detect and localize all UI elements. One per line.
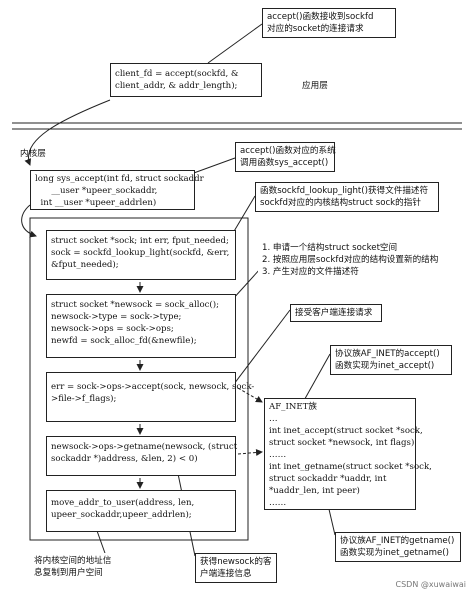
flow-sys-to-container [21, 204, 37, 238]
af-inet-box: AF_INET族 … int inet_accept(struct socket… [264, 398, 432, 510]
note-lookup-light: 函数sockfd_lookup_light()获得文件描述符 sockfd对应的… [255, 182, 439, 212]
kernel-container-outer [29, 217, 249, 541]
kernel-layer-label: 内核层 [20, 149, 46, 159]
watermark: CSDN @xuwaiwai [395, 580, 467, 589]
note-accept-client: 接受客户端连接请求 [290, 304, 382, 322]
code-block-lookup: struct socket *sock; int err, fput_neede… [46, 230, 236, 280]
note-copy-to-user: 将内核空间的地址信 息复制到用户空间 [30, 553, 130, 583]
pointer-accept-top [207, 23, 263, 64]
pointer-accept-client [233, 309, 291, 385]
note-steps: 1. 申请一个结构struct socket空间 2. 按照应用层sockfd对… [258, 240, 454, 282]
call-arrow-inet-getname [237, 449, 263, 456]
note-inet-getname: 协议族AF_INET的getname() 函数实现为inet_getname() [335, 532, 461, 562]
code-block-sock-alloc: struct socket *newsock = sock_alloc(); n… [46, 294, 236, 358]
note-accept-receive: accept()函数接收到sockfd 对应的socket的连接请求 [262, 8, 396, 38]
app-layer-label: 应用层 [302, 81, 328, 91]
code-block-accept: err = sock->ops->accept(sock, newsock, s… [46, 372, 254, 422]
pointer-copy-user [95, 527, 107, 557]
code-block-getname: newsock->ops->getname(newsock, (struct s… [46, 436, 237, 476]
code-block-move-addr: move_addr_to_user(address, len, upeer_so… [46, 490, 236, 532]
note-getname-client: 获得newsock的客 户端连接信息 [195, 553, 277, 583]
client-fd-accept-box: client_fd = accept(sockfd, & client_addr… [110, 63, 262, 97]
note-inet-accept: 协议族AF_INET的accept() 函数实现为inet_accept() [330, 345, 452, 375]
pointer-inet-accept [301, 353, 331, 405]
note-sys-accept: accept()函数对应的系统 调用函数sys_accept() [235, 142, 336, 172]
sys-accept-box: long sys_accept(int fd, struct sockaddr … [30, 170, 204, 210]
flow-app-to-kernel [24, 99, 111, 166]
